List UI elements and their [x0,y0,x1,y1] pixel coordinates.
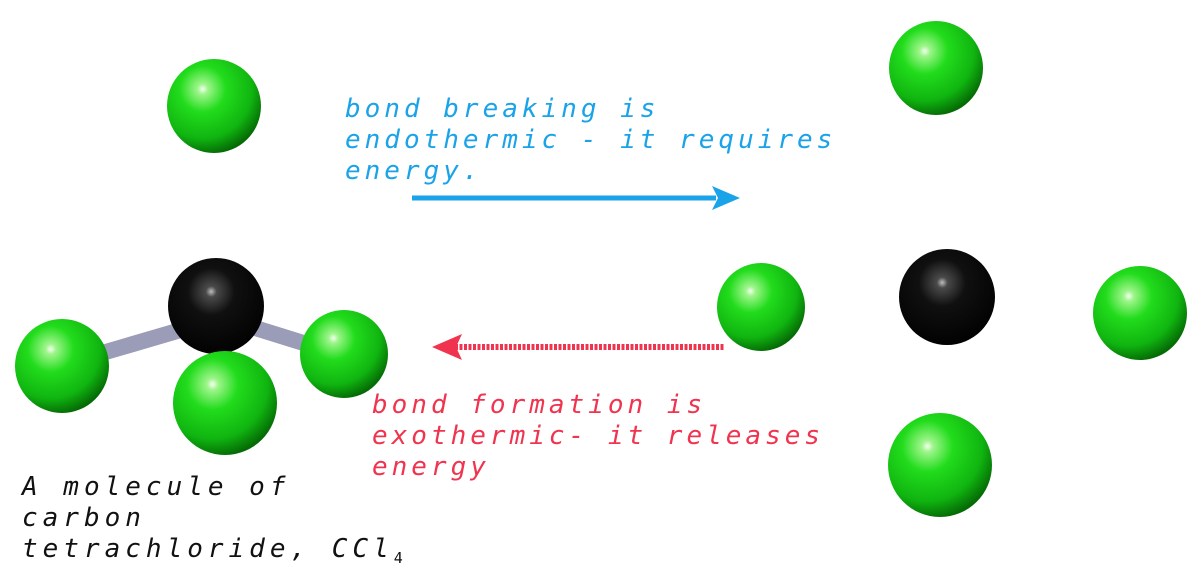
carbon-atom-free [899,249,995,345]
caption-formula: tetrachloride, CCl [22,534,394,564]
endothermic-line-2: endothermic - it requires [345,125,837,155]
chlorine-atom-free-left [717,263,805,351]
chlorine-atom-free-top [889,21,983,115]
carbon-atom [168,258,264,354]
caption-line-2: carbon [22,503,146,533]
chlorine-atom-left [15,319,109,413]
caption-subscript: 4 [393,549,403,567]
endothermic-line-3: energy. [345,156,483,186]
exothermic-line-3: energy [372,452,490,482]
chlorine-atom-top [167,59,261,153]
exothermic-line-1: bond formation is [372,390,707,420]
bond-energy-diagram [15,21,1187,517]
exothermic-label: bond formation is exothermic- it release… [372,390,824,483]
exothermic-line-2: exothermic- it releases [372,421,825,451]
chlorine-atom-front [173,351,277,455]
chlorine-atom-right [300,310,388,398]
chlorine-atom-free-bottom [888,413,992,517]
ccl4-molecule [15,59,388,455]
caption-line-1: A molecule of [22,472,291,502]
separated-atoms [717,21,1187,517]
exothermic-arrow [432,334,725,360]
molecule-caption: A molecule of carbon tetrachloride, CCl4 [22,472,403,574]
chlorine-atom-free-right [1093,266,1187,360]
endothermic-label: bond breaking is endothermic - it requir… [345,94,836,187]
caption-line-3: tetrachloride, CCl4 [22,534,403,574]
endothermic-line-1: bond breaking is [345,94,660,124]
endothermic-arrow [412,186,740,210]
